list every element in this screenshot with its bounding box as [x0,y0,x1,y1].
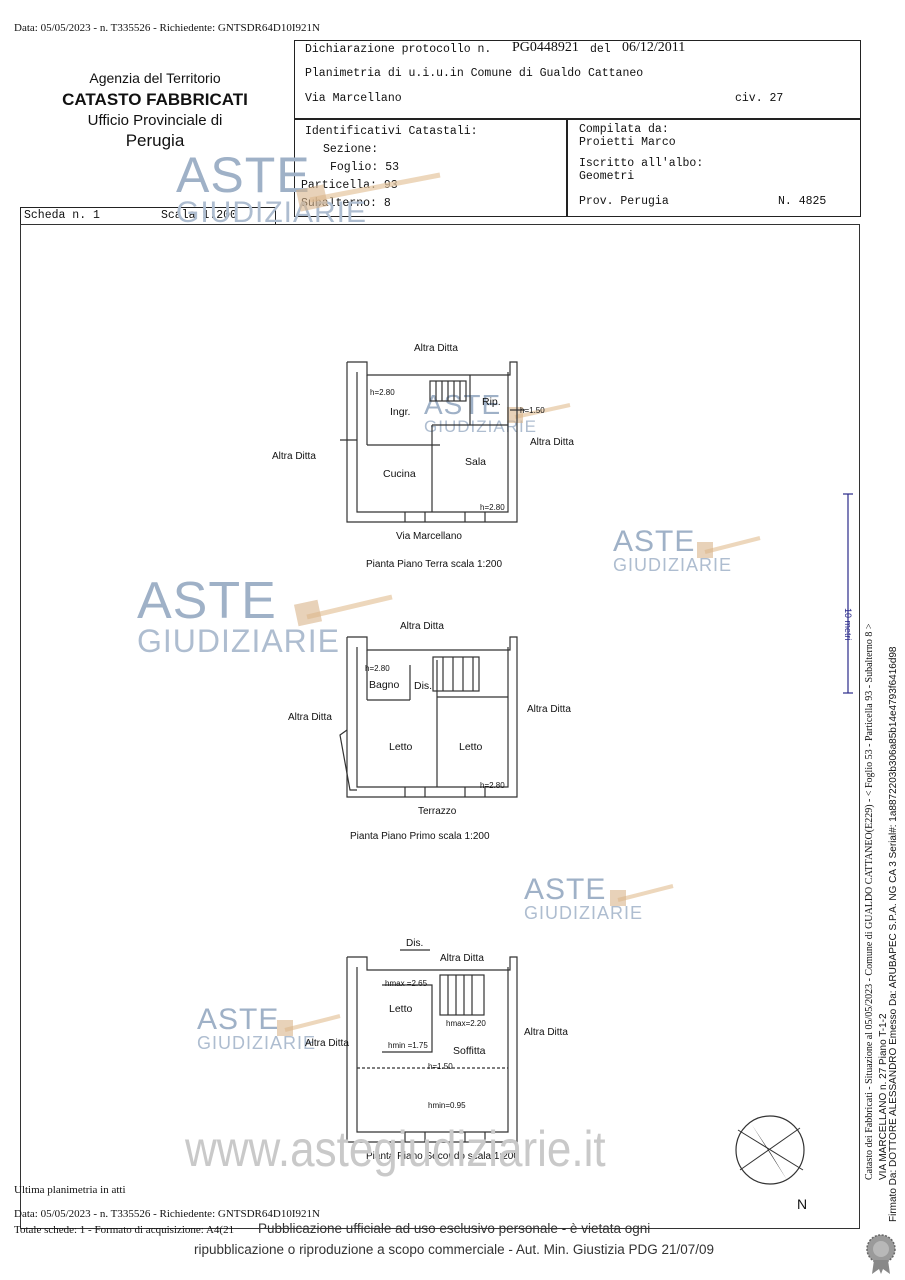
compilata-name: Proietti Marco [579,136,676,149]
primo-altra-right: Altra Ditta [527,704,571,715]
watermark-3: ASTE GIUDIZIARIE [613,525,733,575]
terra-caption: Pianta Piano Terra scala 1:200 [366,559,503,570]
watermark-4: ASTE GIUDIZIARIE [137,572,341,659]
secondo-altra-right: Altra Ditta [524,1027,568,1038]
scheda-label: Scheda n. 1 [24,209,100,222]
declaration-prefix: Dichiarazione protocollo n. [305,43,492,56]
secondo-hmin175: hmin =1.75 [388,1041,428,1050]
secondo-hmin095: hmin=0.95 [428,1101,466,1110]
province-label: Prov. Perugia [579,195,669,208]
scheda-scale: Scala 1:200 [161,209,237,222]
terra-altra-left: Altra Ditta [272,451,316,462]
terra-h150: h=1.50 [520,406,545,415]
side-text-situazione: Catasto dei Fabbricati - Situazione al 0… [864,623,875,1181]
declaration-box [294,40,861,120]
compilata-title: Compilata da: [579,123,669,136]
foglio: Foglio: 53 [330,161,400,174]
secondo-h150: h=1.50 [428,1062,453,1071]
drawing-frame [20,224,860,1229]
gavel-icon [293,594,393,627]
watermark-5: ASTE GIUDIZIARIE [524,873,644,923]
scale-bar-label: 10 metri [843,608,853,641]
totale-schede: Totale schede: 1 - Formato di acquisizio… [14,1224,235,1236]
address-via: Via Marcellano [305,92,402,105]
terra-rip: Rip. [482,396,501,408]
agency-name: Agenzia del Territorio [89,70,221,86]
primo-terrazzo: Terrazzo [418,806,457,817]
primo-caption: Pianta Piano Primo scala 1:200 [350,831,490,842]
bottom-header: Data: 05/05/2023 - n. T335526 - Richiede… [14,1208,320,1220]
north-label: N [797,1196,808,1212]
seal-icon [866,1234,896,1274]
iscritto-label: Iscritto all'albo: [579,157,704,170]
planimetria-line: Planimetria di u.i.u.in Comune di Gualdo… [305,67,644,80]
watermark-1: ASTE GIUDIZIARIE [176,147,368,229]
gavel-icon [507,403,571,423]
gavel-icon [296,172,441,212]
top-header: Data: 05/05/2023 - n. T335526 - Richiede… [14,22,320,34]
secondo-altra-left: Altra Ditta [305,1038,349,1049]
secondo-soffitta: Soffitta [453,1045,486,1057]
terra-altra-right: Altra Ditta [530,437,574,448]
footer-note-1: Pubblicazione ufficiale ad uso esclusivo… [258,1221,651,1236]
agency-office: Ufficio Provinciale di [87,112,223,129]
sezione: Sezione: [323,143,379,156]
secondo-dis: Dis. [406,938,424,949]
side-text-signature: Firmato Da: DOTTORE ALESSANDRO Emesso Da… [888,646,899,1223]
albo-value: Geometri [579,170,635,183]
terra-sala: Sala [465,456,487,468]
identificativi-title: Identificativi Catastali: [305,125,478,138]
compass-icon [735,1115,805,1185]
secondo-hmax265: hmax =2.65 [385,979,428,988]
terra-h1: h=2.80 [370,388,395,397]
terra-cucina: Cucina [383,468,416,480]
protocol-number: PG0448921 [512,40,579,55]
declaration-date: 06/12/2011 [622,40,686,55]
address-civ: civ. 27 [735,92,784,105]
primo-altra-left: Altra Ditta [288,712,332,723]
primo-h2: h=2.80 [480,781,505,790]
registration-number: N. 4825 [778,195,827,208]
primo-bagno: Bagno [369,679,400,691]
gavel-icon [697,536,761,558]
agency-province: Perugia [125,131,185,150]
secondo-altra-top: Altra Ditta [440,953,484,964]
terra-ingr: Ingr. [390,406,411,418]
terra-street: Via Marcellano [396,531,462,542]
compilata-box [566,118,861,217]
footer-note-2: ripubblicazione o riproduzione a scopo c… [194,1242,715,1257]
primo-letto-2: Letto [459,741,483,753]
primo-altra-top: Altra Ditta [400,621,444,632]
terra-altra-top: Altra Ditta [414,343,458,354]
ultima-planimetria: Ultima planimetria in atti [14,1184,126,1196]
watermark-6: ASTE GIUDIZIARIE [197,1003,317,1053]
secondo-caption: Pianta Piano Secondo scala 1:200 [366,1151,519,1162]
primo-dis: Dis. [414,680,433,692]
gavel-icon [610,884,674,906]
secondo-hmax220: hmax=2.20 [446,1019,486,1028]
identificativi-box [294,118,568,217]
primo-h1: h=2.80 [365,664,390,673]
gavel-icon [277,1014,341,1036]
terra-h2: h=2.80 [480,503,505,512]
agency-catasto: CATASTO FABBRICATI [62,90,248,109]
agency-block: Agenzia del Territorio CATASTO FABBRICAT… [60,70,250,151]
declaration-del: del [590,43,611,56]
footer-url: www.astegiudiziarie.it [185,1121,606,1177]
primo-letto-1: Letto [389,741,413,753]
secondo-letto: Letto [389,1003,413,1015]
